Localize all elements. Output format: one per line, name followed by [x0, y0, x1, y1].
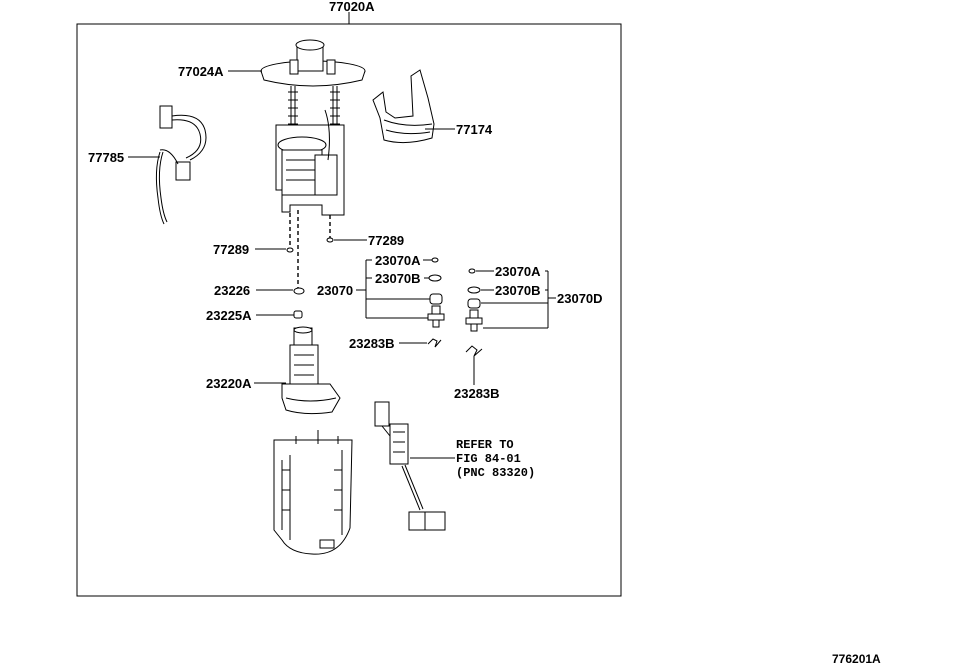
fuel-pump-23220a	[281, 326, 341, 415]
label-23070[interactable]: 23070	[317, 283, 353, 298]
lower-canister	[273, 430, 353, 555]
pump-module-assembly	[260, 39, 366, 216]
label-23283b-left[interactable]: 23283B	[349, 336, 395, 351]
regulator-valve-right	[465, 309, 483, 332]
figure-id: 776201A	[832, 652, 881, 663]
label-23225a[interactable]: 23225A	[206, 308, 252, 323]
label-77024a[interactable]: 77024A	[178, 64, 224, 79]
regulator-valve-left	[427, 305, 445, 328]
reference-note-line1: REFER TO	[456, 438, 514, 452]
label-23070d[interactable]: 23070D	[557, 291, 603, 306]
bracket-77174	[372, 69, 435, 144]
label-23070b-right[interactable]: 23070B	[495, 283, 541, 298]
label-23226[interactable]: 23226	[214, 283, 250, 298]
label-77020a[interactable]: 77020A	[329, 0, 375, 14]
label-77289-left[interactable]: 77289	[213, 242, 249, 257]
label-77174[interactable]: 77174	[456, 122, 493, 137]
reference-note-line3: (PNC 83320)	[456, 466, 535, 480]
wire-harness-77785	[155, 105, 207, 225]
label-23070a-right[interactable]: 23070A	[495, 264, 541, 279]
reference-note-line2[interactable]: FIG 84-01	[456, 452, 521, 466]
label-23220a[interactable]: 23220A	[206, 376, 252, 391]
fuel-sender-gauge	[374, 401, 446, 531]
label-23070a-left[interactable]: 23070A	[375, 253, 421, 268]
label-23283b-right[interactable]: 23283B	[454, 386, 500, 401]
label-77785[interactable]: 77785	[88, 150, 124, 165]
label-77289-right[interactable]: 77289	[368, 233, 404, 248]
label-23070b-left[interactable]: 23070B	[375, 271, 421, 286]
